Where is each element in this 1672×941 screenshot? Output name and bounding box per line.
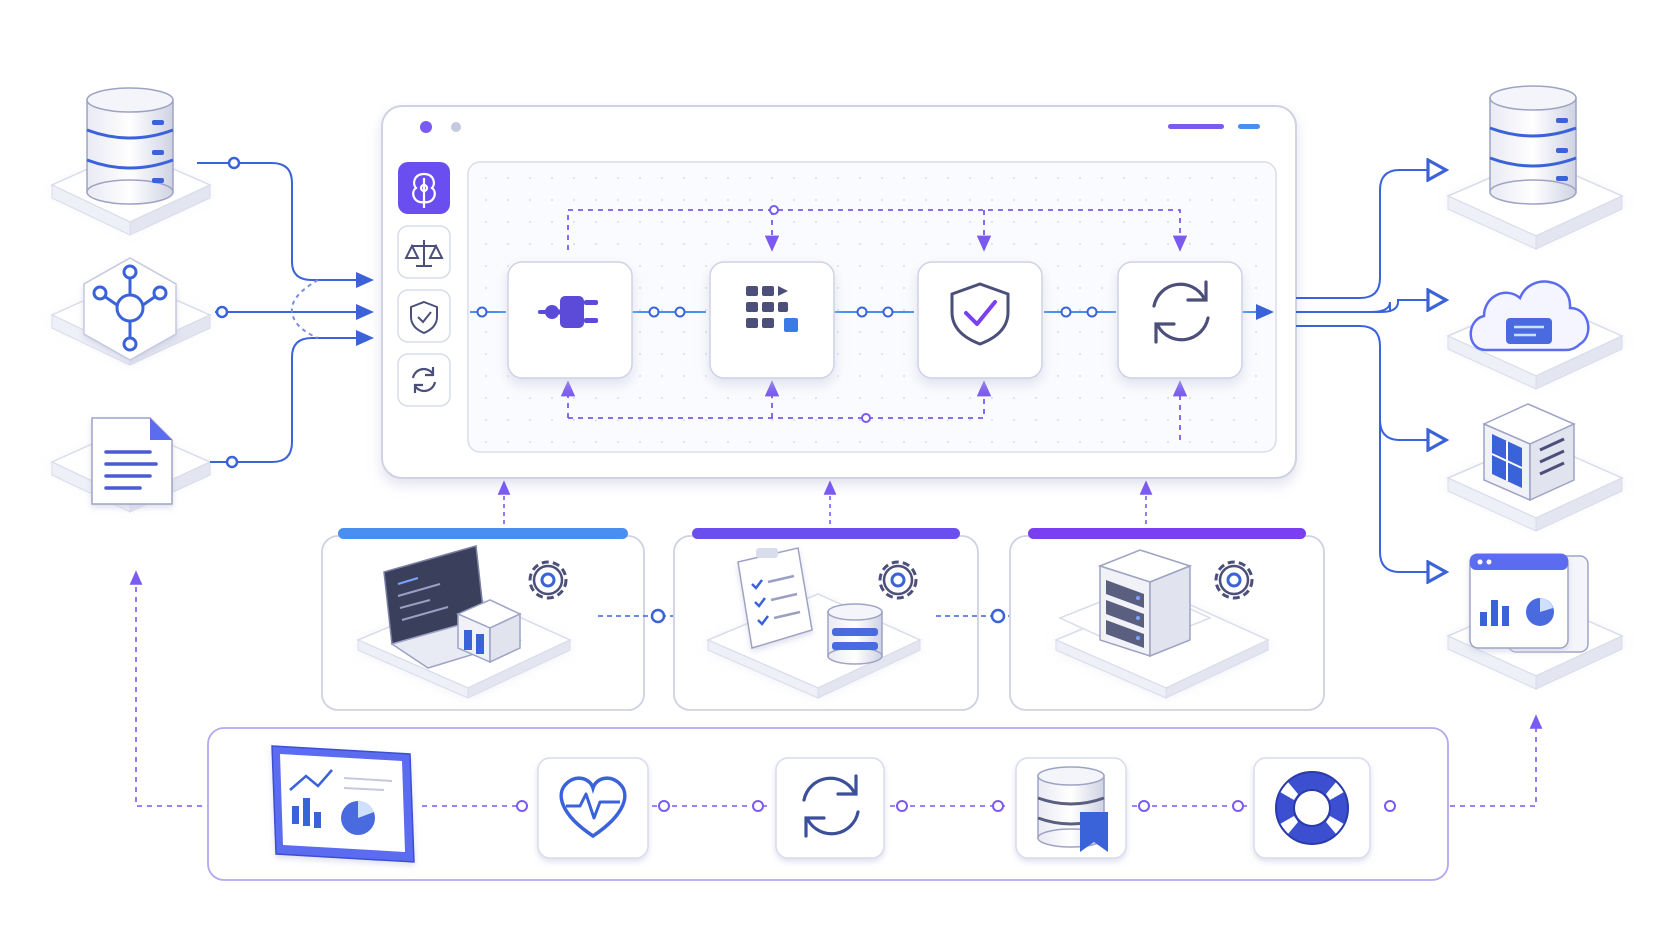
analytics-screen-icon: [289, 769, 393, 835]
sidebar-item-brain[interactable]: [398, 162, 450, 214]
env-bar: [1028, 528, 1306, 539]
gear-icon: [1214, 560, 1254, 600]
env-connectors-up: [497, 480, 1153, 524]
dashboard-icon: [1469, 553, 1589, 653]
output-database[interactable]: [1446, 85, 1624, 250]
env-bar: [692, 528, 960, 539]
source-connector-nodes: [215, 156, 241, 469]
source-document[interactable]: [50, 417, 212, 513]
environment-production[interactable]: [1009, 528, 1325, 711]
source-database[interactable]: [50, 87, 212, 236]
refresh-icon: [1152, 280, 1210, 344]
main-flow-nodes: [476, 306, 1098, 318]
database-icon: [1489, 85, 1577, 205]
database-icon: [86, 87, 174, 205]
environment-dev[interactable]: [321, 528, 645, 711]
lifebuoy-icon: [1275, 771, 1349, 845]
database-bookmark-icon: [1037, 766, 1108, 852]
loop-node-top: [769, 205, 779, 215]
stage-validate[interactable]: [917, 261, 1043, 379]
window-dot-secondary[interactable]: [451, 122, 461, 132]
environment-staging[interactable]: [673, 528, 979, 711]
heart-pulse-icon: [559, 776, 627, 839]
output-dashboard[interactable]: [1446, 553, 1624, 690]
source-network-hub[interactable]: [50, 257, 212, 366]
database-icon: [827, 603, 883, 665]
plug-icon: [538, 296, 598, 328]
env-link-2: [936, 608, 1042, 624]
stage-ingest[interactable]: [507, 261, 633, 379]
cube-icon: [456, 599, 522, 664]
env-bar: [338, 528, 628, 539]
output-connectors: [1296, 170, 1444, 572]
scale-icon: [404, 240, 444, 267]
app-window: [381, 105, 1297, 479]
cube-server-icon: [1482, 403, 1576, 502]
monitor-health[interactable]: [537, 757, 649, 859]
window-dot-primary[interactable]: [420, 121, 432, 133]
refresh-icon: [802, 774, 860, 838]
shield-icon: [410, 300, 438, 335]
source-connectors: [197, 162, 374, 463]
sidebar-item-shield[interactable]: [397, 289, 451, 343]
monitoring-panel: [207, 727, 1449, 881]
stage-transform[interactable]: [709, 261, 835, 379]
output-cloud[interactable]: [1446, 280, 1624, 390]
monitor-backup[interactable]: [1015, 757, 1127, 859]
monitor-analytics[interactable]: [271, 745, 415, 863]
monitor-support[interactable]: [1253, 757, 1371, 859]
server-rack-icon: [1097, 549, 1193, 658]
monitor-sync[interactable]: [775, 757, 885, 859]
gear-icon: [528, 560, 568, 600]
feedback-loops: [560, 209, 1188, 440]
canvas-grid: [470, 164, 1274, 450]
checklist-icon: [737, 547, 813, 649]
stage-sync[interactable]: [1117, 261, 1243, 379]
document-icon: [91, 417, 173, 505]
sidebar-item-scale[interactable]: [397, 225, 451, 279]
gear-icon: [878, 560, 918, 600]
loop-node-bottom: [861, 413, 871, 423]
grid-blocks-icon: [746, 286, 798, 332]
sidebar-item-refresh[interactable]: [397, 353, 451, 407]
window-bar-short: [1238, 124, 1260, 129]
sidebar: [397, 162, 451, 407]
shield-check-icon: [950, 282, 1010, 346]
cloud-icon: [1469, 280, 1590, 352]
monitor-links: [422, 800, 1396, 812]
brain-icon: [412, 172, 436, 208]
window-bar-long: [1168, 124, 1224, 129]
output-cube-server[interactable]: [1446, 403, 1624, 532]
network-hub-icon: [83, 257, 177, 361]
refresh-icon: [411, 367, 437, 393]
